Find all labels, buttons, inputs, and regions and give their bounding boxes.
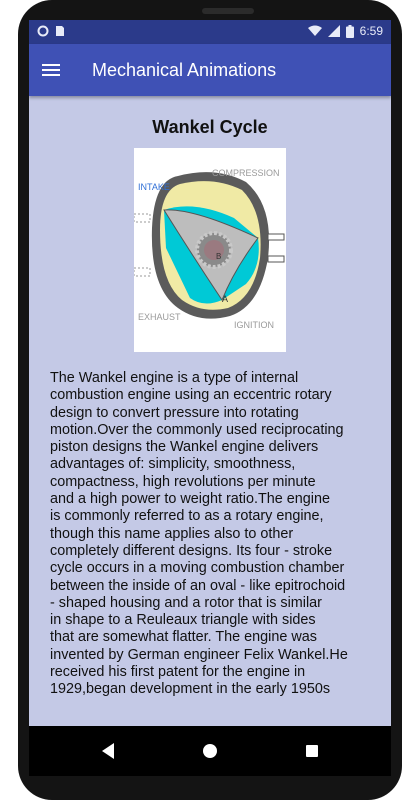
- device-screen: 6:59 Mechanical Animations Wankel Cycle: [29, 20, 391, 776]
- description-text: The Wankel engine is a type of internal …: [50, 370, 348, 698]
- battery-icon: [345, 24, 354, 38]
- wifi-icon: [307, 25, 322, 36]
- page-title: Wankel Cycle: [152, 117, 268, 137]
- main-content[interactable]: Wankel Cycle INTAKE COMPRESSION EXHAUST: [29, 96, 391, 726]
- gear-center: [204, 240, 224, 260]
- label-exhaust: EXHAUST: [138, 312, 181, 322]
- app-bar: Mechanical Animations: [29, 44, 391, 96]
- label-intake: INTAKE: [138, 182, 170, 192]
- back-icon[interactable]: [95, 738, 121, 764]
- status-time: 6:59: [359, 24, 383, 38]
- spark-plug-top: [267, 233, 285, 241]
- status-bar: 6:59: [29, 20, 391, 44]
- sim-card-icon: [56, 26, 64, 36]
- label-ignition: IGNITION: [234, 320, 274, 330]
- earpiece-speaker: [202, 8, 254, 14]
- intake-port: [134, 213, 151, 223]
- label-gear-b: B: [216, 252, 221, 261]
- exhaust-port: [134, 267, 151, 277]
- spark-plug-bottom: [267, 255, 285, 263]
- hamburger-menu-icon[interactable]: [42, 61, 64, 79]
- wankel-cycle-animation: INTAKE COMPRESSION EXHAUST IGNITION A B: [134, 148, 286, 352]
- circle-icon: [37, 25, 49, 37]
- recents-icon[interactable]: [299, 738, 325, 764]
- label-rotor-a: A: [222, 294, 228, 304]
- system-nav-bar: [29, 726, 391, 776]
- app-title: Mechanical Animations: [92, 60, 277, 80]
- home-icon[interactable]: [197, 738, 223, 764]
- signal-icon: [327, 25, 340, 37]
- label-compression: COMPRESSION: [212, 168, 280, 178]
